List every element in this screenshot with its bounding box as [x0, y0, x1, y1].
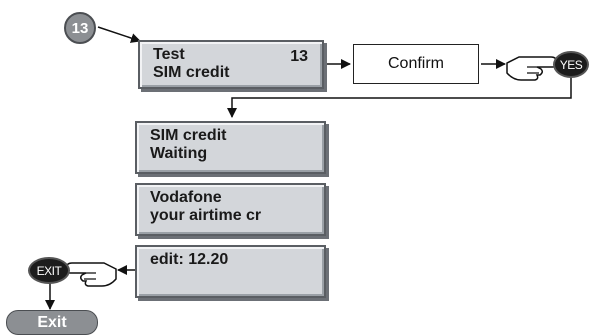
exit-button[interactable]: Exit	[6, 310, 98, 335]
lcd-line: your airtime cr	[150, 207, 262, 224]
lcd-screen-test: Test 13 SIM credit	[138, 40, 324, 89]
lcd-line: Waiting	[150, 145, 208, 162]
lcd-line: edit: 12.20	[150, 251, 229, 268]
lcd-line: SIM credit	[150, 127, 227, 144]
lcd-screen-operator: Vodafone your airtime cr	[135, 183, 326, 236]
exit-button-label: Exit	[37, 313, 67, 331]
step-number-badge: 13	[64, 12, 96, 44]
arrow-yes-to-waiting	[227, 78, 572, 118]
confirm-label: Confirm	[387, 55, 444, 72]
lcd-line: SIM credit	[153, 64, 230, 81]
lcd-screen-waiting: SIM credit Waiting	[135, 121, 326, 174]
lcd-screen-edit: edit: 12.20	[135, 245, 326, 298]
lcd-line: Test	[153, 46, 185, 63]
exit-key[interactable]: EXIT	[28, 257, 70, 284]
yes-key[interactable]: YES	[553, 51, 589, 78]
hand-pointer-icon	[506, 56, 558, 81]
hand-pointer-icon	[65, 262, 117, 287]
confirm-button[interactable]: Confirm	[353, 44, 479, 84]
lcd-line: Vodafone	[150, 189, 222, 206]
arrow-badge-to-test	[97, 26, 141, 43]
lcd-number: 13	[290, 48, 308, 65]
